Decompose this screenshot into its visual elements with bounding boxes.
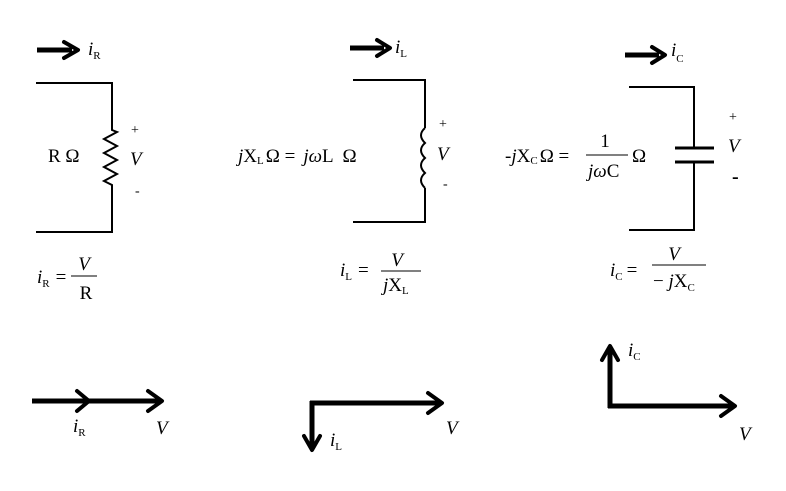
phasor-inductor: iL V: [302, 391, 460, 453]
ohms-law-resistor: iR= V R: [37, 254, 97, 304]
svg-text:V: V: [668, 244, 682, 265]
phasor-current-label: iR: [73, 416, 86, 439]
svg-text:R: R: [80, 283, 93, 304]
svg-text:V: V: [78, 254, 92, 275]
fraction-numerator: 1: [600, 131, 610, 152]
plus-sign: +: [729, 110, 737, 125]
current-arrow-head: [302, 434, 322, 452]
plus-sign: +: [439, 117, 447, 132]
phasor-resistor: iR V: [32, 389, 170, 439]
phasor-capacitor: iC V: [600, 340, 753, 445]
phasor-voltage-label: V: [739, 424, 753, 445]
ohms-law-capacitor: iC= V − jXC: [610, 244, 706, 294]
current-arrow-head: [375, 38, 392, 58]
minus-sign: -: [732, 166, 739, 188]
ohm-symbol: Ω: [632, 146, 646, 167]
minus-sign: -: [135, 184, 140, 199]
phasor-voltage-label: V: [156, 418, 170, 439]
svg-text:− jXC: − jXC: [653, 271, 695, 294]
ohms-law-inductor: iL= V jXL: [340, 250, 421, 297]
svg-text:iC=: iC=: [610, 260, 637, 283]
phasor-voltage-label: V: [446, 418, 460, 439]
current-label-ic: iC: [671, 40, 684, 65]
minus-sign: -: [443, 177, 448, 192]
svg-text:iL=: iL=: [340, 260, 369, 283]
current-arrow-head: [650, 45, 667, 65]
current-label-ir: iR: [88, 39, 101, 62]
phasor-current-label: iC: [628, 340, 641, 363]
current-arrow-head: [62, 40, 80, 60]
resistor-circuit: iR R Ω + V - iR= V R: [36, 39, 144, 304]
current-arrow-head: [600, 344, 620, 362]
svg-text:iR=: iR=: [37, 267, 66, 290]
inductor-wire-and-coil: [353, 79, 427, 223]
fraction-denominator: jωC: [585, 161, 619, 182]
svg-text:jXL: jXL: [380, 275, 409, 297]
voltage-arrow-head: [426, 391, 444, 415]
current-label-il: iL: [395, 37, 407, 60]
resistor-wire-and-symbol: [36, 82, 120, 233]
voltage-label: V: [437, 144, 451, 165]
capacitor-top-wire: [629, 86, 695, 148]
plus-sign: +: [131, 123, 139, 138]
capacitor-bottom-wire: [629, 162, 695, 231]
voltage-label: V: [130, 149, 144, 170]
resistance-label: R Ω: [48, 146, 80, 167]
voltage-arrow-head: [719, 394, 737, 418]
phasor-current-label: iL: [330, 430, 342, 453]
voltage-label: V: [728, 136, 742, 157]
current-arrow-head: [75, 389, 91, 413]
voltage-arrow-head: [146, 389, 164, 413]
svg-text:V: V: [391, 250, 405, 271]
